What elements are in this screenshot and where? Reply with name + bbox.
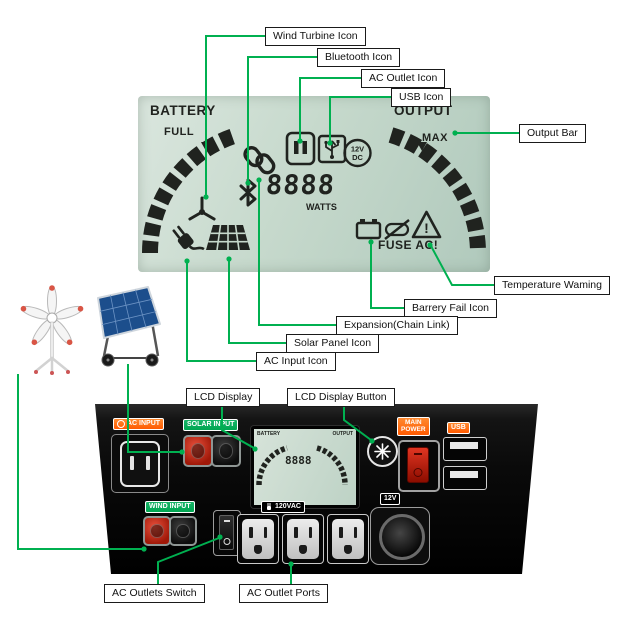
main-power-switch: [398, 440, 440, 492]
usb-label-text: USB: [451, 424, 466, 431]
main-power-label: MAIN POWER: [397, 417, 430, 436]
callout-ac-outlet-ports: AC Outlet Ports: [239, 584, 328, 604]
usb-port-2: [443, 466, 487, 490]
callout-ac-outlet-icon: AC Outlet Icon: [361, 69, 446, 89]
lcd-max-label: MAX: [422, 132, 448, 144]
main-power-rocker: [407, 447, 429, 483]
power-ring-icon: [117, 420, 125, 429]
temperature-warning-icon: !: [411, 210, 442, 239]
wind-input-label-text: WIND INPUT: [149, 503, 191, 510]
solar-input-terminal-red: [183, 435, 213, 467]
battery-fail-icon: [355, 219, 382, 240]
dc-12v-socket: [370, 507, 430, 565]
wind-input-terminal-red: [143, 516, 171, 546]
usb-icon: [317, 134, 347, 164]
ac-input-plug-icon: [172, 225, 205, 251]
lcd-full-label: FULL: [164, 126, 195, 138]
fuse-icon: [384, 219, 410, 240]
usb-port-1: [443, 437, 487, 461]
ac-input-label-text: AC INPUT: [127, 420, 161, 427]
main-power-label-line1: MAIN: [404, 419, 422, 426]
callout-usb-icon: USB Icon: [391, 88, 452, 108]
callout-lcd-display: LCD Display: [186, 388, 261, 408]
callout-output-bar: Output Bar: [519, 124, 586, 144]
wind-input-terminal-black: [169, 516, 197, 546]
plug-icon: [267, 503, 271, 511]
lcd-screen-diagram: BATTERY OUTPUT FULL MAX: [138, 96, 490, 272]
mini-lcd-arcs: [256, 445, 348, 486]
callout-lcd-display-button: LCD Display Button: [287, 388, 395, 408]
usb-tongue: [450, 471, 478, 478]
outlet-face: [332, 519, 364, 559]
usb-ports: [443, 437, 487, 495]
svg-text:DC: DC: [352, 153, 363, 162]
svg-text:12V: 12V: [351, 145, 364, 154]
wind-input-label: WIND INPUT: [145, 501, 195, 514]
callout-ac-input-icon: AC Input Icon: [256, 352, 336, 372]
ac-outlet-1: [237, 514, 279, 564]
callout-battery-fail-icon: Barrery Fail Icon: [404, 299, 498, 319]
usb-label: USB: [447, 422, 470, 435]
lcd-display-button: [367, 436, 398, 467]
wind-turbine-image: [20, 285, 84, 375]
mini-lcd-battery-label: BATTERY: [257, 431, 281, 437]
callout-wind-turbine-icon: Wind Turbine Icon: [265, 27, 366, 47]
ac-input-port-face: [120, 441, 160, 487]
ac-input-port: [111, 434, 169, 493]
main-power-label-line2: POWER: [401, 426, 426, 434]
usb-tongue: [450, 442, 478, 449]
dc12-label-text: 12V: [384, 495, 397, 502]
solar-panel-image: [97, 286, 161, 367]
svg-text:!: !: [424, 220, 429, 236]
output-level-bars: [388, 127, 487, 254]
lcd-fuse-ac-text: FUSE AC!: [378, 238, 439, 252]
ac-outlets-rocker: [219, 515, 234, 550]
outlet-face: [242, 519, 274, 559]
solar-input-terminal-black: [211, 435, 241, 467]
outlet-face: [287, 519, 319, 559]
bluetooth-icon: [239, 178, 257, 207]
callout-expansion-chain: Expansion(Chain Link): [336, 316, 458, 336]
callout-ac-outlets-switch: AC Outlets Switch: [104, 584, 205, 604]
solar-input-label-text: SOLAR INPUT: [187, 421, 235, 428]
ac-outlet-3: [327, 514, 369, 564]
control-panel: AC INPUT SOLAR INPUT BATTERY OUTPUT 8888: [95, 404, 538, 574]
vac-label: 120VAC: [261, 501, 305, 514]
mini-lcd-output-label: OUTPUT: [332, 431, 353, 437]
wind-turbine-icon: [188, 196, 216, 221]
lcd-watts-unit: WATTS: [306, 202, 337, 212]
dc-12v-icon: 12V DC: [343, 138, 372, 168]
panel-lcd-display: BATTERY OUTPUT 8888: [251, 426, 359, 508]
ac-outlet-2: [282, 514, 324, 564]
callout-bluetooth-icon: Bluetooth Icon: [317, 48, 401, 68]
solar-panel-icon: [206, 224, 250, 251]
ac-input-label: AC INPUT: [113, 418, 165, 431]
ac-outlet-ports: [237, 514, 369, 564]
lcd-battery-label: BATTERY: [150, 103, 216, 118]
callout-temperature-warning: Temperature Waming: [494, 276, 610, 296]
callout-solar-panel-icon: Solar Panel Icon: [286, 334, 380, 354]
max-indicator-arrow: [417, 142, 427, 151]
sun-icon: [374, 443, 391, 460]
solar-input-label: SOLAR INPUT: [183, 419, 239, 432]
lcd-watts-value: 8888: [264, 170, 337, 201]
mini-lcd-watts-value: 8888: [285, 454, 312, 467]
dc12-label: 12V: [380, 493, 401, 506]
battery-level-bars: [141, 127, 240, 254]
ac-outlet-icon: [285, 131, 316, 166]
vac-label-text: 120VAC: [275, 503, 301, 510]
